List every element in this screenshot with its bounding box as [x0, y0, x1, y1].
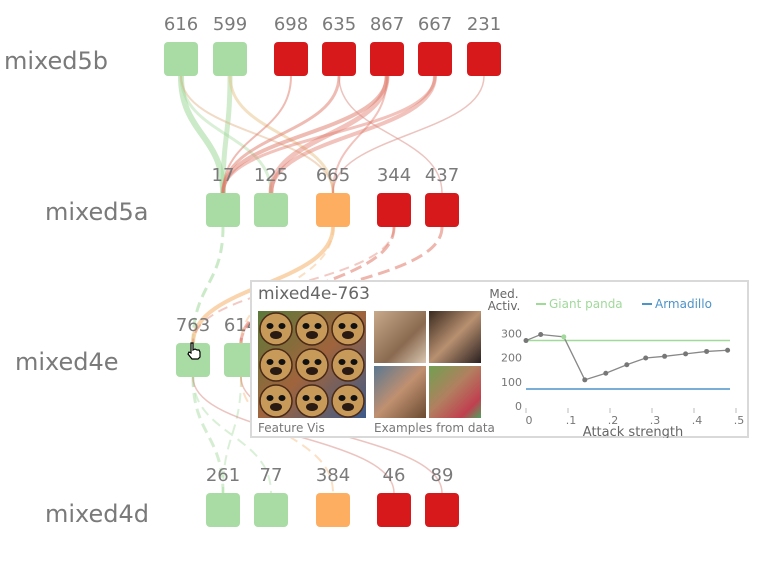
x-tick-label: .5: [734, 414, 745, 427]
neuron-id-label: 344: [376, 165, 412, 186]
legend-label: Armadillo: [655, 297, 712, 311]
connection-edge: [221, 75, 389, 194]
connection-edge: [220, 75, 233, 194]
neuron-id-label: 231: [466, 14, 502, 35]
neuron-node-mixed5a-17[interactable]: [206, 193, 240, 227]
connection-edge: [222, 376, 242, 494]
neuron-id-label: 437: [424, 165, 460, 186]
neuron-id-label: 77: [259, 465, 283, 486]
dataset-examples: [374, 311, 482, 418]
neuron-id-label: 867: [369, 14, 405, 35]
connection-edge: [191, 226, 225, 344]
neuron-node-mixed5b-231[interactable]: [467, 42, 501, 76]
neuron-node-mixed4d-77[interactable]: [254, 493, 288, 527]
neuron-id-label: 17: [211, 165, 235, 186]
neuron-node-mixed5b-698[interactable]: [274, 42, 308, 76]
attack-activation-chart: Med.Activ. Giant panda Armadillo 0 100 200 300…: [488, 287, 745, 438]
y-tick-label: 0: [515, 400, 522, 413]
neuron-id-label: 667: [417, 14, 453, 35]
neuron-id-label: 763: [175, 315, 211, 336]
x-tick-label: .4: [692, 414, 703, 427]
neuron-node-mixed5b-635[interactable]: [322, 42, 356, 76]
x-tick-label: .1: [566, 414, 577, 427]
data-point: [683, 351, 689, 357]
neuron-id-label: 384: [315, 465, 351, 486]
data-point: [538, 331, 544, 337]
connection-edge: [179, 75, 273, 194]
neuron-node-mixed5a-125[interactable]: [254, 193, 288, 227]
neuron-node-mixed5a-665[interactable]: [316, 193, 350, 227]
neuron-node-mixed4d-384[interactable]: [316, 493, 350, 527]
neuron-node-mixed5b-667[interactable]: [418, 42, 452, 76]
neuron-id-label: 46: [382, 465, 406, 486]
connection-edge: [332, 75, 388, 194]
neuron-node-mixed5a-437[interactable]: [425, 193, 459, 227]
layer-label-mixed5b: mixed5b: [4, 47, 109, 75]
example-image: [429, 311, 481, 363]
hand-pointer-icon: [186, 342, 202, 364]
example-image: [374, 366, 426, 418]
neuron-id-label: 698: [273, 14, 309, 35]
connection-edge: [221, 75, 437, 194]
layer-label-mixed4e: mixed4e: [15, 348, 119, 376]
connection-edge: [268, 75, 390, 194]
y-tick-label: 200: [501, 352, 522, 365]
x-tick-label: .2: [608, 414, 619, 427]
neuron-id-label: 261: [205, 465, 241, 486]
connection-edge: [338, 75, 443, 194]
data-point: [643, 355, 649, 361]
data-point: [725, 347, 731, 353]
connection-edge: [222, 75, 292, 194]
layer-label-mixed5a: mixed5a: [45, 198, 149, 226]
data-point: [561, 334, 567, 340]
x-tick-label: 0: [526, 414, 533, 427]
neuron-id-label: 614: [223, 315, 259, 336]
neuron-node-mixed5b-599[interactable]: [213, 42, 247, 76]
example-image: [429, 366, 481, 418]
y-tick-label: 300: [501, 327, 522, 340]
data-point: [523, 338, 529, 344]
legend-label: Giant panda: [549, 297, 623, 311]
connection-edge: [192, 226, 395, 344]
example-image: [374, 311, 426, 363]
data-point: [662, 353, 668, 359]
neuron-id-label: 599: [212, 14, 248, 35]
neuron-id-label: 125: [253, 165, 289, 186]
feature-vis-image: [258, 311, 366, 418]
y-tick-label: 100: [501, 376, 522, 389]
connection-edge: [240, 376, 334, 494]
neuron-node-mixed5a-344[interactable]: [377, 193, 411, 227]
neuron-id-label: 89: [430, 465, 454, 486]
chart-xlabel: Attack strength: [583, 425, 683, 438]
chart-ylabel: Activ.: [488, 299, 521, 313]
connection-edge: [332, 75, 485, 194]
data-point: [603, 370, 609, 376]
examples-caption: Examples from data: [374, 421, 495, 435]
x-tick-label: .3: [650, 414, 661, 427]
neuron-id-label: 635: [321, 14, 357, 35]
neuron-node-mixed4d-261[interactable]: [206, 493, 240, 527]
neuron-id-label: 616: [163, 14, 199, 35]
feature-vis-caption: Feature Vis: [258, 421, 325, 435]
connection-edge: [192, 376, 272, 494]
layer-label-mixed4d: mixed4d: [45, 500, 150, 528]
connection-edge: [269, 75, 437, 194]
neuron-node-mixed5b-616[interactable]: [164, 42, 198, 76]
connection-edge: [191, 376, 225, 494]
neuron-node-mixed4d-46[interactable]: [377, 493, 411, 527]
neuron-node-mixed4d-89[interactable]: [425, 493, 459, 527]
neuron-id-label: 665: [315, 165, 351, 186]
chart-ylabel: Med.: [489, 287, 518, 301]
data-point: [582, 377, 588, 383]
data-point: [624, 362, 630, 368]
tooltip-title: mixed4e-763: [258, 284, 370, 304]
neuron-tooltip: mixed4e-763 Feature Vis Examples from da…: [250, 280, 749, 438]
data-point: [704, 348, 710, 354]
neuron-node-mixed5b-867[interactable]: [370, 42, 404, 76]
